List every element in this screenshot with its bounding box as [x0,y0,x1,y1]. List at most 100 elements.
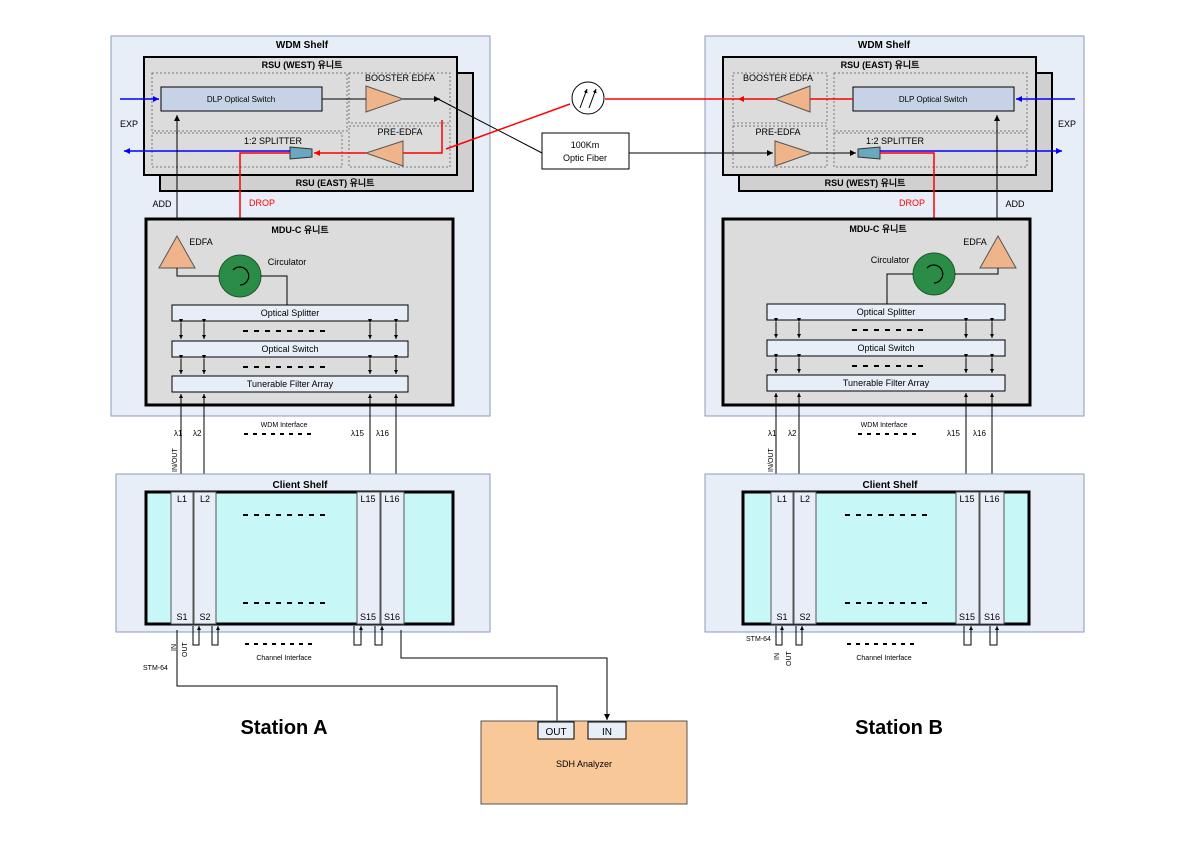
lambda-2-a: λ2 [193,429,202,438]
s-port-1-a: S1 [176,612,187,622]
client-dashes-b [845,514,927,604]
pre-edfa-region-b [732,125,828,168]
dlp-switch-b [852,86,1015,112]
l-port-1-a: L1 [177,494,187,504]
inout-label-b: IN/OUT [768,448,775,472]
wdm-shelf-title-b: WDM Shelf [858,40,911,51]
wdm-shelf-title-a: WDM Shelf [276,40,329,51]
stm-label-a: STM-64 [143,665,168,672]
s-port-16-b: S16 [984,612,1000,622]
lambda-1-a: λ1 [174,429,183,438]
station-b-title: Station B [855,717,943,739]
optical-switch-bar-a [171,340,409,358]
channel-interface-label-b: Channel Interface [856,655,911,662]
drop-label-b: DROP [899,198,925,208]
booster-label-b: BOOSTER EDFA [743,73,813,83]
pre-edfa-amp-b [774,140,814,167]
s-port-15-b: S15 [959,612,975,622]
dlp-label-a: DLP Optical Switch [207,95,275,104]
s-port-15-a: S15 [360,612,376,622]
mdu-label-b: MDU-C 유니트 [849,223,907,234]
station-a-title: Station A [240,717,327,739]
optical-splitter-label-b: Optical Splitter [857,307,916,317]
dlp-label-b: DLP Optical Switch [899,95,967,104]
optical-switch-label-a: Optical Switch [261,344,318,354]
exp-label-a: EXP [120,119,138,129]
edfa-label-b: EDFA [963,237,987,247]
mdu-label-a: MDU-C 유니트 [271,224,329,235]
wdm-interface-label-b: WDM Interface [861,422,908,429]
bidir-arrows-b [774,318,994,373]
inout-label-a: IN/OUT [172,448,179,472]
out-label-b: OUT [786,651,793,667]
client-shelf-title-b: Client Shelf [862,480,918,491]
l-port-2-a: L2 [200,494,210,504]
circulator-a [218,254,262,298]
optical-switch-bar-b [766,339,1006,357]
channel-interface-label-a: Channel Interface [256,655,311,662]
drop-label-a: DROP [249,198,275,208]
attenuator-icon [571,81,605,115]
station-b: WDM Shelf RSU (WEST) 유니트 RSU (EAST) 유니트 … [704,35,1085,739]
circulator-arrow-b [926,264,944,284]
channel-dashes-b [847,643,914,645]
fiber-label-line2: Optic Fiber [563,153,607,163]
lambda-15-b: λ15 [947,429,960,438]
dlp-switch-a [160,86,323,112]
in-label-a: IN [171,644,178,651]
analyzer-name: SDH Analyzer [556,759,612,769]
wdm-dashes-a [244,433,311,435]
s-port-16-a: S16 [384,612,400,622]
optical-switch-label-b: Optical Switch [857,343,914,353]
channel-loops-a [192,626,384,646]
station-a: WDM Shelf RSU (EAST) 유니트 RSU (WEST) 유니트 … [110,35,491,739]
lambda-15-a: λ15 [351,429,364,438]
booster-region-a [348,72,451,124]
pre-edfa-label-a: PRE-EDFA [377,127,422,137]
splitter-label-a: 1:2 SPLITTER [244,136,303,146]
rsu-back-label-b: RSU (WEST) 유니트 [825,177,907,188]
l-port-15-b: L15 [959,494,974,504]
wdm-interface-label-a: WDM Interface [261,422,308,429]
s-port-2-b: S2 [799,612,810,622]
lambda-16-b: λ16 [973,429,986,438]
pre-edfa-region-a [348,125,451,168]
add-label-a: ADD [152,199,172,209]
analyzer-in-port [587,721,627,740]
lambda-16-a: λ16 [376,429,389,438]
l-port-16-a: L16 [384,494,399,504]
pre-edfa-label-b: PRE-EDFA [755,127,800,137]
circulator-b [912,252,956,296]
filter-array-label-a: Tunerable Filter Array [247,379,334,389]
analyzer-out-label: OUT [545,727,566,738]
analyzer-in-label: IN [602,727,612,738]
splitter-shape-b [857,146,881,160]
analyzer-box [480,720,688,805]
fiber-link: 100Km Optic Fiber [437,81,773,170]
rsu-front-label-b: RSU (EAST) 유니트 [841,59,921,70]
client-shelf-title-a: Client Shelf [272,480,328,491]
l-port-15-a: L15 [360,494,375,504]
sdh-analyzer: OUT IN SDH Analyzer [176,630,688,805]
edfa-label-a: EDFA [189,237,213,247]
filter-array-bar-b [766,374,1006,392]
optical-splitter-label-a: Optical Splitter [261,308,320,318]
optical-splitter-bar-b [766,303,1006,321]
splitter-label-b: 1:2 SPLITTER [866,136,925,146]
lambda-1-b: λ1 [768,429,777,438]
lambda-2-b: λ2 [788,429,797,438]
analyzer-out-port [537,721,575,740]
dlp-region-a [151,72,348,132]
channel-loops-b [775,626,999,646]
fiber-box [541,132,630,170]
exp-label-b: EXP [1058,119,1076,129]
splitter-shape-a [289,146,313,160]
channel-dashes-a [245,643,312,645]
filter-array-label-b: Tunerable Filter Array [843,378,930,388]
fiber-label-line1: 100Km [571,140,600,150]
rsu-front-label-a: RSU (WEST) 유니트 [262,59,344,70]
in-label-b: IN [774,653,781,660]
rsu-back-label-a: RSU (EAST) 유니트 [296,177,376,188]
l-port-2-b: L2 [800,494,810,504]
circulator-label-b: Circulator [871,255,910,265]
